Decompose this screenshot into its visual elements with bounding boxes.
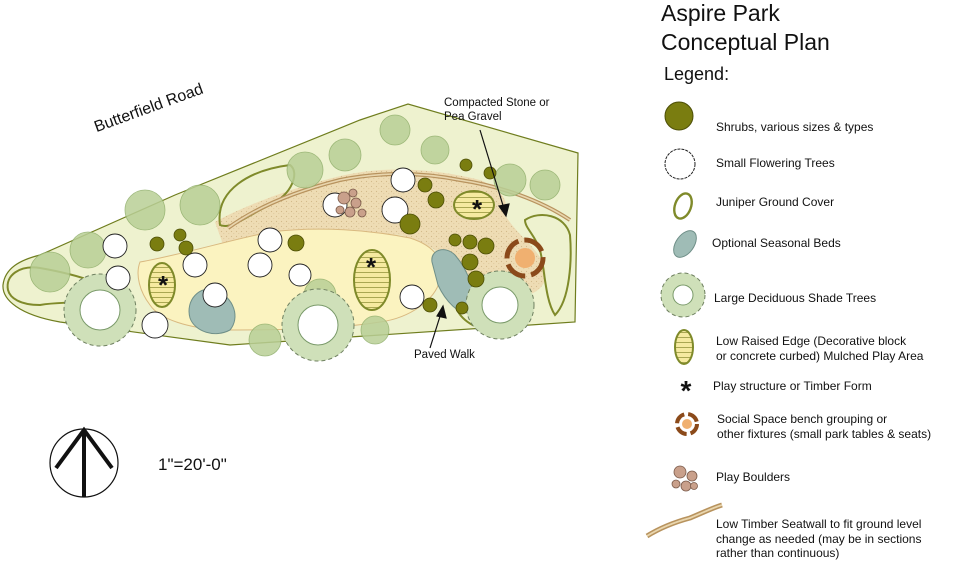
svg-text:*: *: [472, 194, 483, 224]
legend-label-juniper: Juniper Ground Cover: [716, 195, 835, 209]
legend-label-seatwall-2: change as needed (may be in sections: [716, 532, 922, 546]
legend-label-seatwall-1: Low Timber Seatwall to fit ground level: [716, 517, 922, 531]
legend-label-raised-2: or concrete curbed) Mulched Play Area: [716, 349, 924, 363]
legend-label-play: Play structure or Timber Form: [713, 379, 872, 393]
legend-heading: Legend:: [664, 64, 730, 84]
social-space-icon: [675, 412, 699, 436]
callout-stone-2: Pea Gravel: [444, 111, 502, 123]
asterisk-icon: *: [681, 375, 692, 406]
legend-label-shade: Large Deciduous Shade Trees: [714, 291, 877, 305]
legend-label-social-2: other fixtures (small park tables & seat…: [717, 427, 932, 441]
svg-text:*: *: [366, 252, 377, 282]
legend-label-boulders: Play Boulders: [716, 470, 791, 484]
scale-label: 1"=20'-0": [158, 455, 227, 474]
juniper-icon: [673, 192, 693, 220]
play-structures: * * *: [158, 194, 483, 300]
page-title-line2: Conceptual Plan: [661, 29, 830, 55]
legend-label-social-1: Social Space bench grouping or: [717, 412, 888, 426]
large-shade-tree-symbols: [63, 270, 535, 362]
raised-edge-icon: [674, 329, 694, 365]
raised-play-areas: [148, 190, 495, 311]
callout-arrows: [429, 129, 510, 349]
callout-stone-1: Compacted Stone or: [444, 97, 550, 109]
callout-walk: Paved Walk: [414, 349, 475, 361]
boulder-icon: [671, 465, 698, 492]
legend-icons: *: [645, 101, 723, 539]
north-arrow-icon: [49, 426, 119, 498]
svg-text:*: *: [158, 270, 169, 300]
legend-label-raised-1: Low Raised Edge (Decorative block: [716, 334, 907, 348]
social-space: [504, 237, 546, 279]
page-title-line1: Aspire Park: [661, 0, 780, 26]
play-boulders: [335, 188, 367, 218]
flowering-tree-icon: [664, 148, 696, 180]
legend-label-seatwall-3: rather than continuous): [716, 546, 840, 560]
shrubs: [149, 158, 497, 315]
legend-label-flowering: Small Flowering Trees: [716, 156, 835, 170]
seasonal-bed-icon: [673, 230, 697, 258]
shrub-icon: [664, 101, 694, 131]
legend-label-seasonal: Optional Seasonal Beds: [712, 236, 841, 250]
legend-label-shrubs: Shrubs, various sizes & types: [716, 120, 874, 134]
